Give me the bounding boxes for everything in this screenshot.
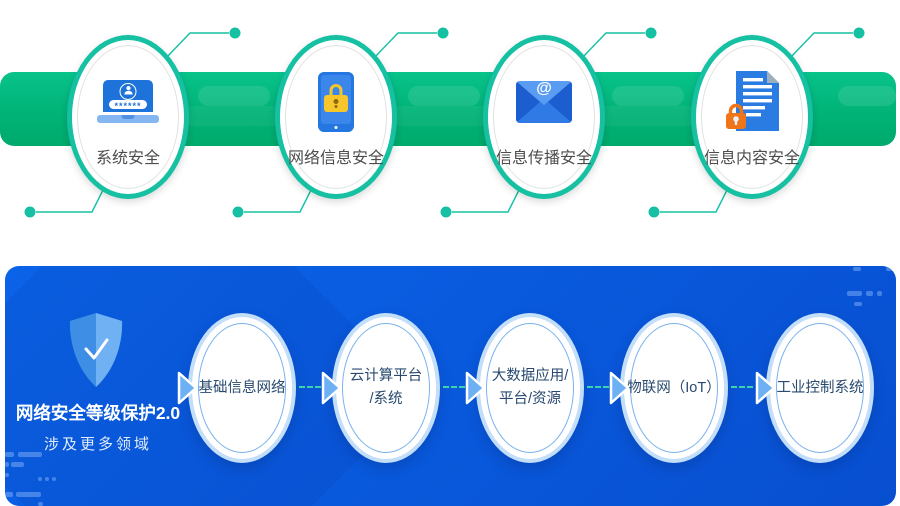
connector-dot <box>24 27 865 218</box>
deco-dash <box>877 291 882 296</box>
node-industrial-control: 工业控制系统 <box>766 313 874 463</box>
section-subtitle: 涉及更多领域 <box>43 436 152 453</box>
node-info-content-security: 信息内容安全 <box>691 35 813 199</box>
deco-dash <box>5 462 9 467</box>
node-network-info-security: 网络信息安全 <box>275 35 397 199</box>
node-iot: 物联网（IoT） <box>620 313 728 463</box>
arrow-right-icon <box>177 371 198 405</box>
deco-dash <box>854 302 862 306</box>
band-highlight <box>390 106 495 126</box>
deco-dash <box>847 291 862 296</box>
node-label: 大数据应用/ <box>491 368 569 384</box>
node-label: 信息传播安全 <box>495 150 592 167</box>
node-cloud-platform: 云计算平台 /系统 <box>332 313 440 463</box>
laptop-password-icon: ****** <box>97 80 159 124</box>
band-highlight <box>408 86 480 106</box>
blue-band: 网络安全等级保护2.0 涉及更多领域 基础信息网络 云计算平台 /系统 大数据应… <box>5 266 896 506</box>
deco-dash <box>853 267 861 271</box>
deco-dash <box>52 477 56 481</box>
section-title: 网络安全等级保护2.0 <box>15 403 181 423</box>
band-highlight <box>180 106 285 126</box>
deco-dash <box>45 477 49 481</box>
shield-check-icon <box>61 310 131 390</box>
phone-lock-icon <box>318 72 354 132</box>
deco-dash <box>11 462 24 467</box>
deco-dash <box>866 291 873 296</box>
dashed-connector <box>731 386 753 388</box>
connector-line <box>36 32 853 213</box>
deco-dash <box>5 473 9 477</box>
padlock-icon <box>324 84 348 114</box>
deco-dash <box>5 492 13 497</box>
connector-lines-layer <box>24 27 865 218</box>
band-highlight <box>198 86 270 106</box>
node-label: 基础信息网络 <box>198 379 286 396</box>
deco-dash <box>38 477 42 481</box>
arrow-right-icon <box>609 371 630 405</box>
dashed-connector <box>443 386 465 388</box>
at-symbol: @ <box>536 81 552 97</box>
email-at-icon: @ <box>516 81 572 123</box>
node-label: 信息内容安全 <box>703 150 800 167</box>
laptop-base <box>97 115 159 123</box>
node-label: 工业控制系统 <box>776 379 864 396</box>
dashed-connector <box>587 386 609 388</box>
node-big-data: 大数据应用/ 平台/资源 <box>476 313 584 463</box>
deco-dash <box>5 502 9 506</box>
arrow-right-icon <box>755 371 776 405</box>
deco-dash <box>5 452 14 457</box>
laptop-screen: ****** <box>103 80 153 112</box>
dashed-connector <box>299 386 321 388</box>
node-basic-info-network: 基础信息网络 <box>188 313 296 463</box>
deco-dash <box>18 452 42 457</box>
node-label: 物联网（IoT） <box>627 379 721 396</box>
padlock-icon <box>726 103 746 129</box>
deco-dash <box>16 492 41 497</box>
node-system-security: ****** 系统安全 <box>67 35 189 199</box>
band-highlight <box>612 86 684 106</box>
node-label: 网络信息安全 <box>287 150 384 167</box>
band-highlight <box>838 86 896 106</box>
deco-dash <box>38 502 43 506</box>
user-avatar-icon <box>119 83 137 100</box>
arrow-right-icon <box>321 371 342 405</box>
deco-dash <box>886 267 895 271</box>
node-label: 系统安全 <box>95 150 160 167</box>
band-highlight <box>594 106 699 126</box>
document-lock-icon <box>726 71 779 131</box>
node-label: 云计算平台 <box>349 368 423 384</box>
password-field: ****** <box>109 100 147 109</box>
node-info-dissemination-security: @ 信息传播安全 <box>483 35 605 199</box>
arrow-right-icon <box>465 371 486 405</box>
